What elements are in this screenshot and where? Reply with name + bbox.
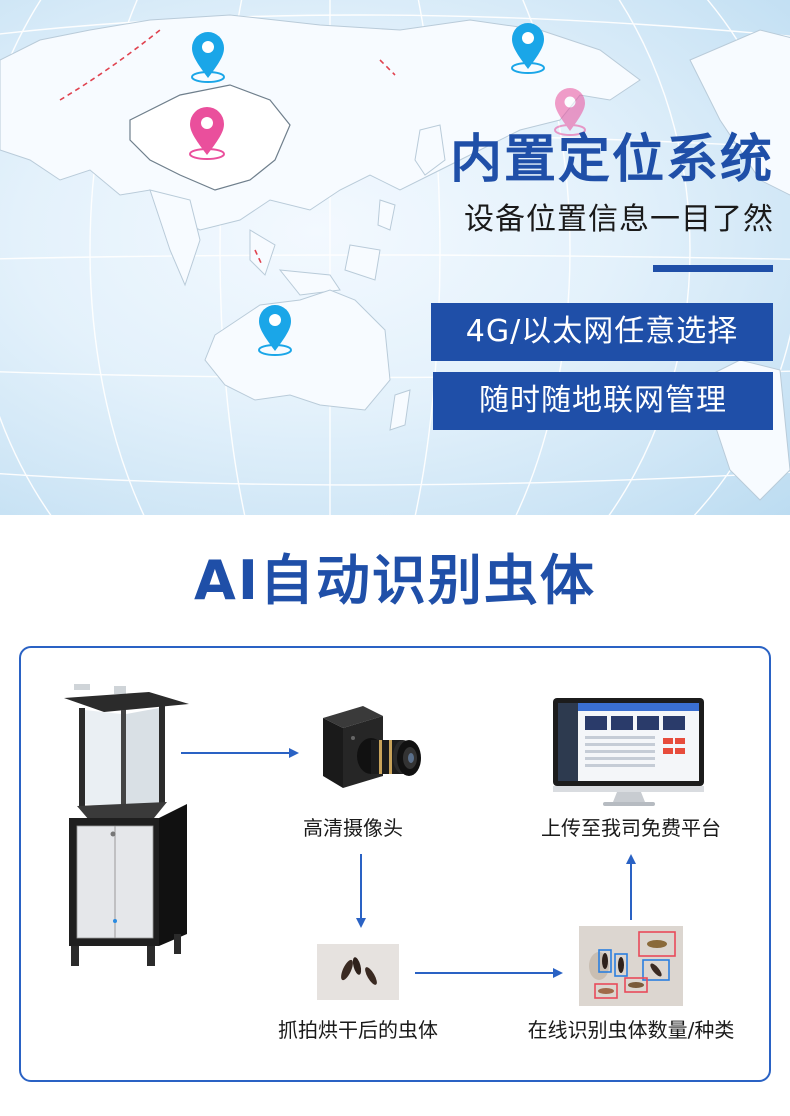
captured-insects-photo: [317, 944, 399, 1000]
step-capture-label: 抓拍烘干后的虫体: [278, 1018, 438, 1042]
arrow-right-icon: [181, 748, 299, 758]
positioning-subtitle: 设备位置信息一目了然: [464, 202, 774, 237]
location-pin-icon: [258, 305, 292, 356]
cloud-platform-monitor-image: [553, 698, 704, 806]
arrow-up-icon: [626, 854, 636, 920]
hd-camera-image: [323, 706, 421, 788]
positioning-title: 内置定位系统: [449, 130, 774, 190]
feature-network-badge: 4G/以太网任意选择: [431, 303, 773, 361]
step-camera-label: 高清摄像头: [303, 816, 403, 840]
arrow-down-icon: [356, 854, 366, 928]
feature-remote-badge: 随时随地联网管理: [433, 372, 773, 430]
insect-trap-device-image: [64, 684, 189, 966]
insect-identification-photo: [579, 926, 683, 1006]
map-banner: 内置定位系统 设备位置信息一目了然 4G/以太网任意选择 随时随地联网管理: [0, 0, 790, 515]
ai-section-title: AI自动识别虫体: [194, 549, 596, 612]
arrow-right-icon: [415, 968, 563, 978]
step-platform-label: 上传至我司免费平台: [541, 816, 721, 840]
world-map-illustration: [0, 0, 790, 515]
location-pin-icon: [511, 23, 545, 74]
step-identify-label: 在线识别虫体数量/种类: [527, 1018, 735, 1042]
location-pin-icon: [191, 32, 225, 83]
location-pin-icon: [189, 107, 225, 160]
process-flow-panel: 高清摄像头 抓拍烘干后的虫体 在线识别虫体数量/: [19, 646, 771, 1082]
title-underline: [653, 265, 773, 272]
location-pin-icon: [554, 88, 586, 136]
